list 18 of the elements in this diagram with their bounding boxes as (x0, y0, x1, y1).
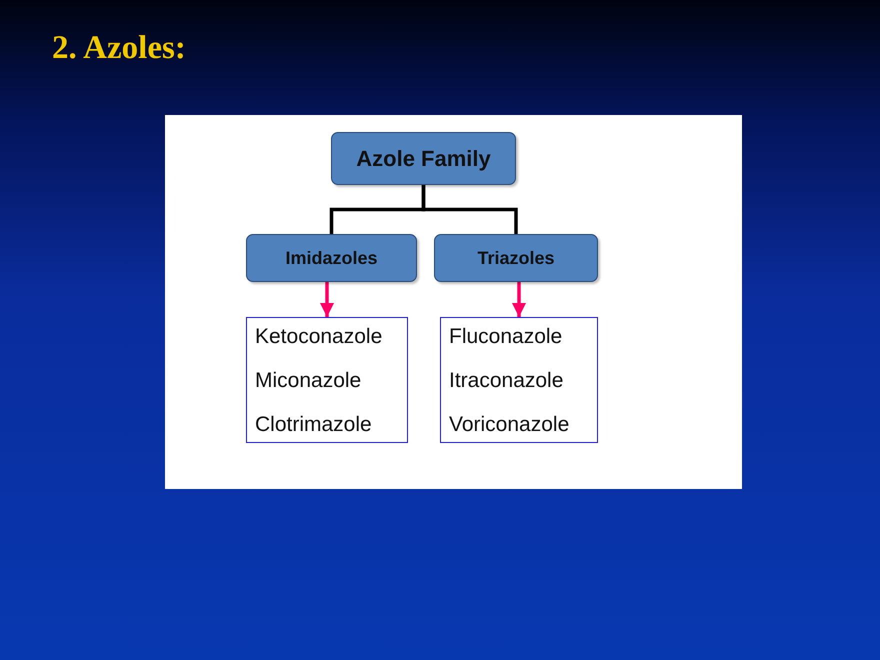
category-label: Azole Family (356, 146, 491, 172)
category-box (246, 234, 417, 282)
drug-list-box (246, 317, 408, 443)
category-box (434, 234, 598, 282)
category-label: Imidazoles (285, 248, 378, 268)
slide-title: 2. Azoles: (52, 30, 186, 67)
arrow (512, 282, 526, 317)
drug-list-box (440, 317, 598, 443)
category-label: Triazoles (477, 248, 555, 268)
drug-name: Itraconazole (449, 370, 564, 392)
arrow (320, 282, 334, 317)
category-box (331, 132, 516, 185)
tree-connector (422, 185, 518, 234)
drug-name: Clotrimazole (255, 414, 373, 436)
drug-name: Voriconazole (449, 414, 570, 436)
drug-name: Fluconazole (449, 326, 564, 348)
drug-name: Ketoconazole (255, 326, 384, 348)
drug-name: Miconazole (255, 370, 362, 392)
